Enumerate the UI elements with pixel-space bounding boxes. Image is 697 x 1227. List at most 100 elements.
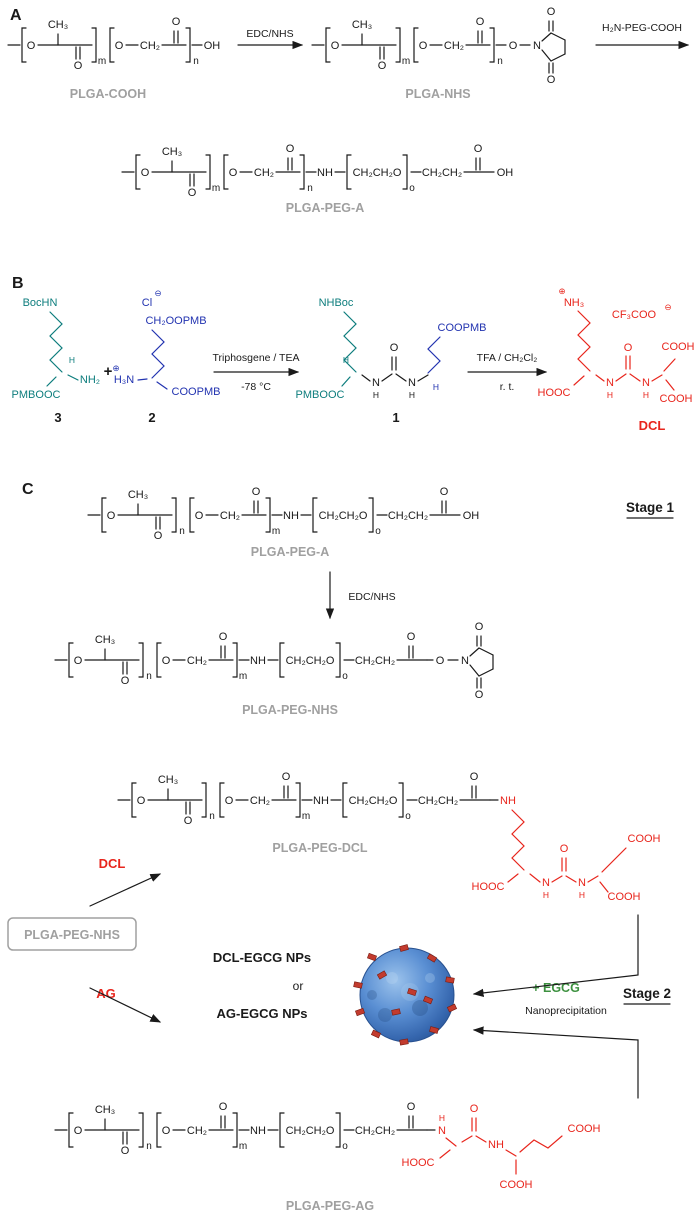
atom-cooh: COOH [500,1179,533,1191]
plus-charge-icon: ⊕ [558,286,565,296]
bonds [121,154,495,190]
atom-h: H [373,390,379,400]
atom-ch2ch2o: CH₂CH₂O [349,795,398,807]
atom-ch3: CH₃ [158,774,178,786]
atom-o: O [188,187,197,199]
structure-name-plga-peg-nhs: PLGA-PEG-NHS [242,703,338,717]
subscript-m: m [212,183,220,194]
atom-h: H [607,390,613,400]
atom-ch2ch2: CH₂CH₂ [388,510,428,522]
nanoparticle-image [353,944,458,1046]
atom-cooh: COOH [628,833,661,845]
atom-o: O [282,771,291,783]
subscript-n: n [307,183,313,194]
reaction-arrow-peg: H₂N-PEG-COOH [595,22,690,50]
atom-cooh: COOH [660,393,693,405]
atom-n: N [542,877,550,889]
atom-o: O [252,486,261,498]
subscript-o: o [375,526,381,537]
subscript-n: n [193,56,199,67]
compound-number-1: 1 [392,410,399,425]
atom-h: H [543,890,549,900]
bonds [7,27,203,63]
arrow-label-rt: r. t. [500,381,515,393]
subscript-m: m [402,56,410,67]
atom-n: N [642,377,650,389]
structure-plga-peg-nhs: O CH₃ O n O CH₂ O m NH CH₂CH₂O o CH₂CH₂ … [54,621,494,701]
atom-cooh: COOH [662,341,695,353]
structure-name-plga-cooh: PLGA-COOH [70,87,146,101]
atom-o: O [184,815,193,827]
atom-nh: NH [250,1125,266,1137]
atom-cl: Cl [142,297,152,309]
atom-ch3: CH₃ [162,146,182,158]
atom-cooh: COOH [568,1123,601,1135]
stage-1-label: Stage 1 [626,500,675,519]
atom-o: O [107,510,116,522]
atom-ch3: CH₃ [48,19,68,31]
atom-o: O [154,530,163,542]
subscript-m: m [98,56,106,67]
bonds [87,497,461,533]
atom-ch3: CH₃ [95,1104,115,1116]
atom-h: H [69,355,75,365]
atom-h: H [409,390,415,400]
subscript-m: m [239,1141,247,1152]
subscript-o: o [405,811,411,822]
stage-1-text: Stage 1 [626,500,675,515]
atom-n: N [372,377,380,389]
compound-number-2: 2 [148,410,155,425]
atom-ch2ch2o: CH₂CH₂O [286,1125,335,1137]
atom-o: O [436,655,445,667]
atom-o: O [121,1145,130,1157]
atom-h: H [643,390,649,400]
atom-n: N [606,377,614,389]
np-label-dcl-egcg: DCL-EGCG NPs [213,950,311,965]
atom-o: O [74,1125,83,1137]
atom-hooc: HOOC [472,881,505,893]
atom-o: O [407,631,416,643]
subscript-o: o [342,671,348,682]
compound-number-3: 3 [54,410,61,425]
atom-o: O [624,342,633,354]
branch-dcl-arrow: DCL [89,856,162,907]
structure-plga-peg-dcl: O CH₃ O n O CH₂ O m NH CH₂CH₂O o CH₂CH₂ … [117,771,661,903]
atom-n: N [438,1125,446,1137]
atom-o: O [225,795,234,807]
atom-o: O [407,1101,416,1113]
nanoprecipitation-label: Nanoprecipitation [525,1005,607,1017]
atom-o: O [509,40,518,52]
structure-dcl: ⊕ NH₃ CF₃COO ⊖ HOOC N H O N H COOH COOH … [538,286,695,433]
subscript-m: m [239,671,247,682]
atom-h3n: H₃N [114,374,134,386]
bonds [137,329,168,390]
atom-nhboc: NHBoc [319,297,354,309]
atom-ch2: CH₂ [250,795,270,807]
arrow-label-tfa: TFA / CH₂Cl₂ [477,352,538,364]
atom-ch2: CH₂ [254,167,274,179]
stage-2-text: Stage 2 [623,986,671,1001]
atom-hooc: HOOC [538,387,571,399]
atom-o: O [547,74,556,86]
bonds [573,310,676,391]
atom-o: O [378,60,387,72]
atom-o: O [195,510,204,522]
atom-cf3coo: CF₃COO [612,309,657,321]
atom-ch2ch2o: CH₂CH₂O [286,655,335,667]
atom-oh: OH [204,40,221,52]
atom-pmbooc: PMBOOC [12,389,61,401]
atom-ch3: CH₃ [352,19,372,31]
atom-nh3: NH₃ [564,297,584,309]
atom-n: N [461,655,469,667]
atom-o: O [470,1103,479,1115]
subscript-n: n [146,1141,152,1152]
atom-ch2: CH₂ [220,510,240,522]
bonds [46,311,79,387]
atom-ch2: CH₂ [187,655,207,667]
structure-plga-nhs: O CH₃ O m O CH₂ O n O N O O [311,6,566,86]
atom-bochn: BocHN [23,297,58,309]
plga-peg-nhs-box: PLGA-PEG-NHS [7,917,137,951]
subscript-n: n [497,56,503,67]
atom-n: N [408,377,416,389]
